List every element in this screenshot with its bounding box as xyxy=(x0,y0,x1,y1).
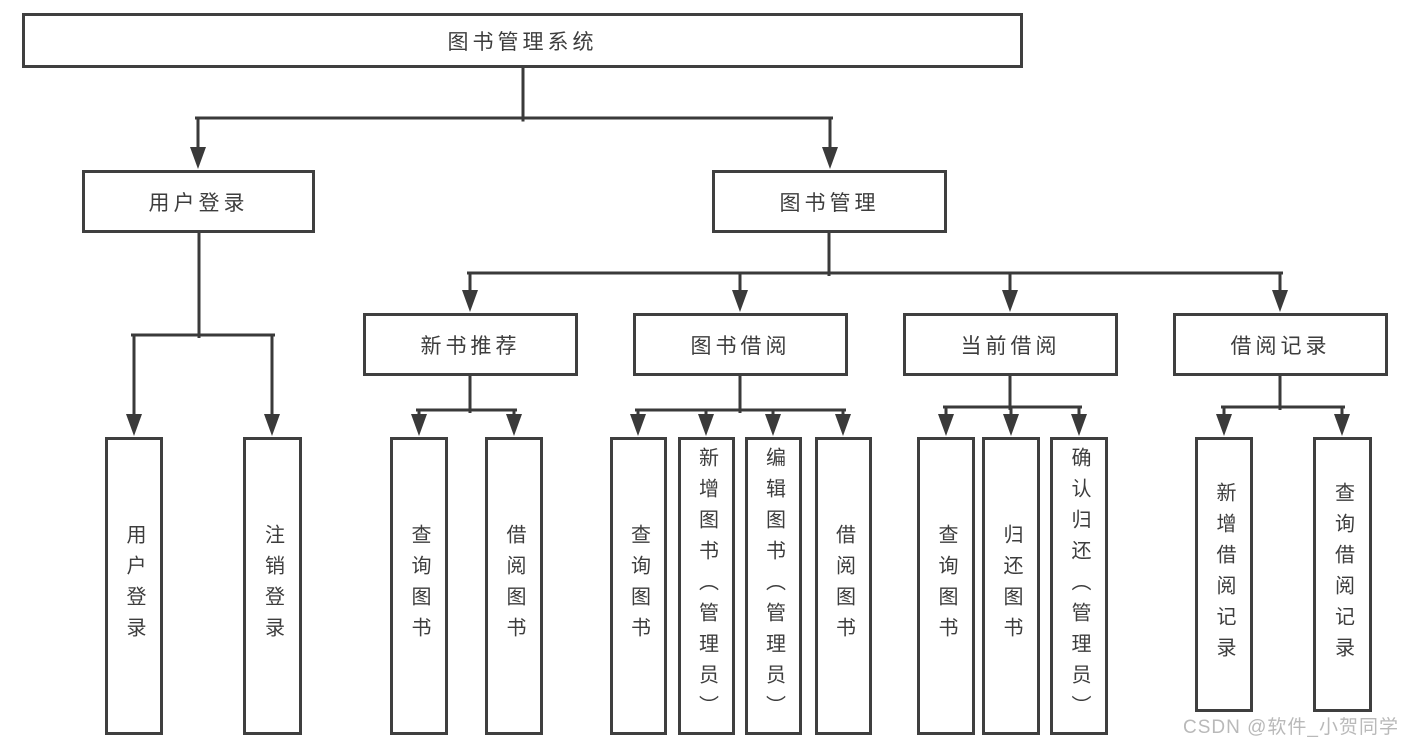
leaf-add-borrow-record: 新增借阅记录 xyxy=(1195,437,1253,712)
leaf-query-book-borrow: 查询图书 xyxy=(610,437,667,735)
leaf-logout: 注销登录 xyxy=(243,437,302,735)
leaf-return-book: 归还图书 xyxy=(982,437,1040,735)
leaf-confirm-return-admin: 确认归还（管理员） xyxy=(1050,437,1108,735)
leaf-query-book-current: 查询图书 xyxy=(917,437,975,735)
node-book-borrowing: 图书借阅 xyxy=(633,313,848,376)
leaf-query-book-recommend: 查询图书 xyxy=(390,437,448,735)
leaf-query-borrow-record: 查询借阅记录 xyxy=(1313,437,1372,712)
node-current-borrowing: 当前借阅 xyxy=(903,313,1118,376)
node-borrowing-records: 借阅记录 xyxy=(1173,313,1388,376)
watermark: CSDN @软件_小贺同学 xyxy=(1183,717,1399,738)
node-user-login: 用户登录 xyxy=(82,170,315,233)
node-book-management: 图书管理 xyxy=(712,170,947,233)
node-new-book-recommend: 新书推荐 xyxy=(363,313,578,376)
leaf-add-book-admin: 新增图书（管理员） xyxy=(678,437,735,735)
leaf-edit-book-admin: 编辑图书（管理员） xyxy=(745,437,802,735)
leaf-user-login: 用户登录 xyxy=(105,437,163,735)
node-root: 图书管理系统 xyxy=(22,13,1023,68)
leaf-borrow-book-recommend: 借阅图书 xyxy=(485,437,543,735)
arrowheads xyxy=(126,147,1350,436)
leaf-borrow-book: 借阅图书 xyxy=(815,437,872,735)
